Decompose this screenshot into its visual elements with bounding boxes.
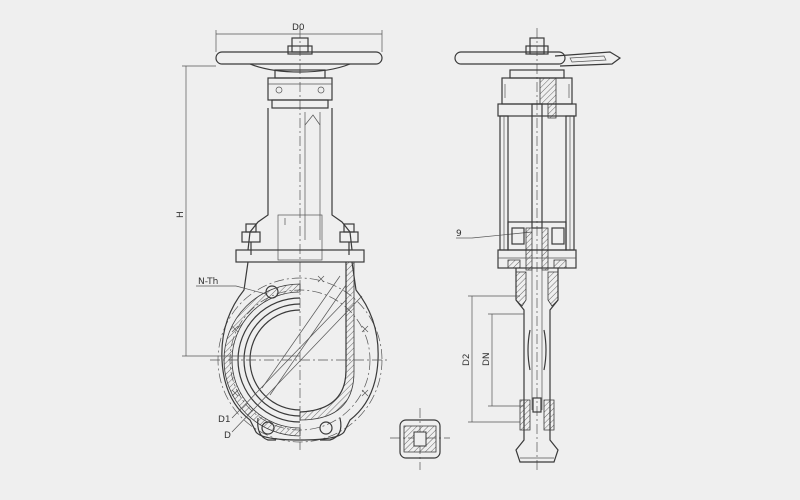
leader-n-th: N-Th [196,277,267,295]
yoke-nut [267,77,333,109]
side-packing-gland [497,221,577,271]
leader-part-9: 9 [456,229,533,239]
n-th-label: N-Th [198,277,218,287]
dn-label: DN [482,352,492,366]
d0-label: D0 [292,23,305,33]
part-9-label: 9 [456,229,462,239]
bonnet-bolts [235,223,365,263]
dim-h: H [176,65,300,357]
yoke-body [247,108,353,261]
side-handwheel [454,37,622,79]
d-label: D [224,431,231,441]
d2-label: D2 [462,353,472,366]
section-detail [390,408,450,470]
d1-label: D1 [218,415,231,425]
dim-d0: D0 [215,23,383,52]
handwheel [215,37,383,79]
side-view: 9 [454,28,622,470]
dim-d2-dn: D2 DN [462,295,524,423]
side-body [515,268,559,463]
valve-body [210,261,390,443]
leader-d1-d: D1 D [218,295,363,441]
h-label: H [176,211,186,218]
front-view: D0 [176,23,390,450]
